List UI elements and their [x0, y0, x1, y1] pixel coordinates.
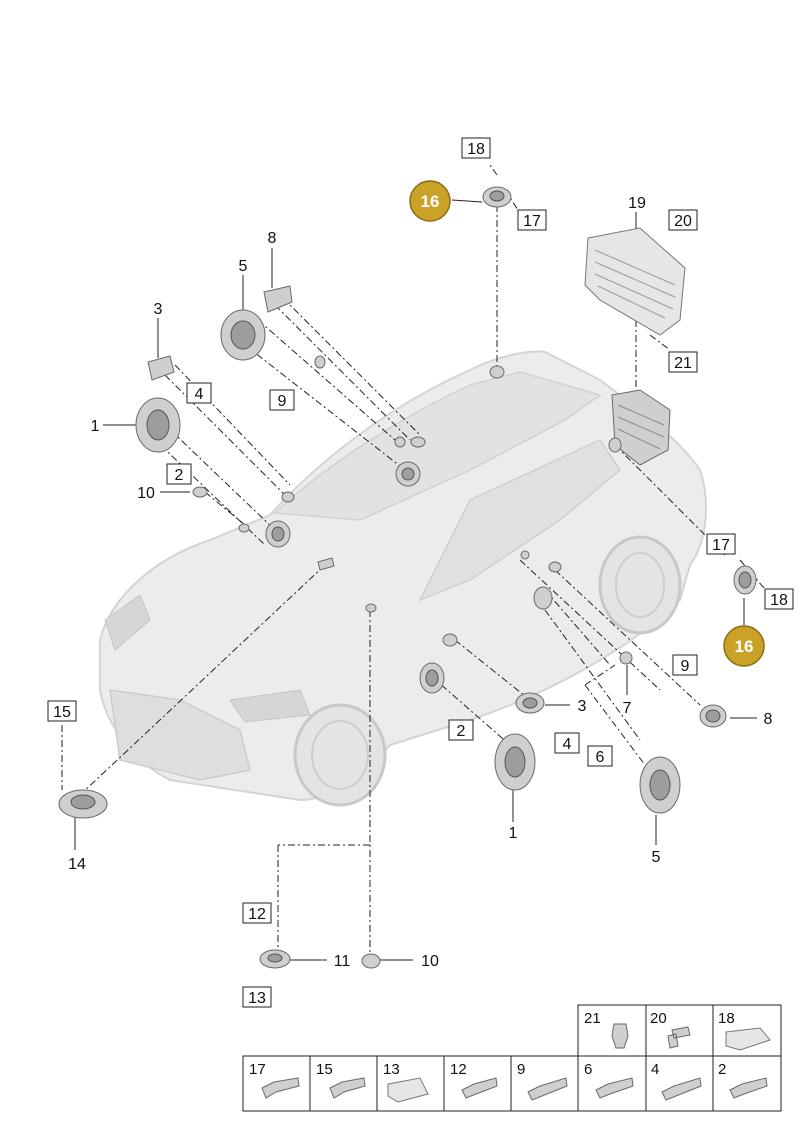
parts [58, 186, 757, 969]
speaker-1-left [135, 397, 181, 453]
bracket-8-left [263, 285, 293, 313]
speaker-14-center [58, 789, 108, 819]
hw-cell-label: 13 [383, 1061, 400, 1078]
callout-3-right[interactable]: 3 [578, 698, 587, 715]
speaker-3-right [515, 692, 545, 714]
callout-3-left[interactable]: 3 [154, 301, 163, 318]
badge-circle [723, 625, 765, 667]
hw-cell-2[interactable]: 2 [718, 1061, 768, 1099]
badge-label: 16 [421, 192, 440, 211]
plug-icon [611, 1023, 629, 1049]
bolt-icon [329, 1077, 366, 1099]
callout-6-right[interactable]: 6 [596, 749, 605, 766]
hardware-table: 21 20 18 17 15 13 12 9 [242, 1004, 782, 1112]
callout-15[interactable]: 15 [53, 704, 71, 721]
roof-tweeter [482, 186, 512, 208]
hw-cell-label: 12 [450, 1061, 467, 1078]
bolt-icon [261, 1077, 300, 1099]
hw-cell-label: 18 [718, 1010, 735, 1027]
hw-cell-18[interactable]: 18 [718, 1010, 771, 1051]
speaker-8-right [699, 704, 727, 728]
hw-cell-label: 17 [249, 1061, 266, 1078]
badge-16-right[interactable]: 16 [723, 625, 765, 667]
callout-8-left[interactable]: 8 [268, 230, 277, 247]
amplifier-module [584, 227, 686, 336]
speaker-3-left [147, 355, 175, 381]
speaker-1-right [494, 733, 536, 791]
clip-7-right [619, 651, 633, 665]
hw-cell-20[interactable]: 20 [650, 1010, 691, 1049]
callout-4-left[interactable]: 4 [195, 386, 204, 403]
callout-5-left[interactable]: 5 [239, 258, 248, 275]
callout-10-bottom[interactable]: 10 [421, 953, 439, 970]
callout-14[interactable]: 14 [68, 856, 86, 873]
grommet-11 [259, 949, 291, 969]
leader-lines [74, 199, 757, 961]
callout-9-left[interactable]: 9 [278, 393, 287, 410]
badge-16-top[interactable]: 16 [409, 180, 451, 222]
callout-1-left[interactable]: 1 [91, 418, 100, 435]
amplifier-in-car [611, 389, 671, 466]
hw-cell-label: 2 [718, 1061, 726, 1078]
callout-13[interactable]: 13 [248, 990, 266, 1007]
hw-cell-6[interactable]: 6 [584, 1061, 634, 1099]
screw-icon [527, 1077, 568, 1101]
bolt-icon [729, 1077, 768, 1099]
callout-11[interactable]: 11 [334, 953, 351, 970]
short-screw-icon [667, 1026, 691, 1049]
callout-2-left[interactable]: 2 [175, 467, 184, 484]
tweeter-16-right [733, 565, 757, 595]
hw-cell-21[interactable]: 21 [584, 1010, 629, 1049]
hw-cell-label: 6 [584, 1061, 592, 1078]
screw-icon [661, 1077, 702, 1101]
callout-19[interactable]: 19 [628, 195, 646, 212]
dash-lines [61, 164, 771, 955]
spring-clip-icon [387, 1077, 429, 1103]
badge-label: 16 [735, 637, 754, 656]
callout-1-right[interactable]: 1 [509, 825, 518, 842]
callout-4-right[interactable]: 4 [563, 736, 572, 753]
bolt-icon [595, 1077, 634, 1099]
callout-18-right[interactable]: 18 [770, 592, 788, 609]
callout-20[interactable]: 20 [674, 213, 692, 230]
callout-8-right[interactable]: 8 [764, 711, 773, 728]
hw-cell-17[interactable]: 17 [249, 1061, 300, 1099]
clip-nut-icon [725, 1027, 771, 1051]
callout-21[interactable]: 21 [674, 355, 692, 372]
badge-circle [409, 180, 451, 222]
boxed-callouts: 18 17 20 21 4 9 2 17 18 9 4 2 6 15 12 13 [47, 137, 794, 1008]
clip-10-left [192, 486, 208, 498]
callout-2-right[interactable]: 2 [457, 723, 466, 740]
plain-callouts: 19 8 5 3 1 10 8 7 3 1 5 14 11 10 [68, 195, 772, 970]
hw-cell-13[interactable]: 13 [383, 1061, 429, 1103]
hw-cell-4[interactable]: 4 [651, 1061, 702, 1101]
car-speakers [238, 355, 622, 694]
callout-12[interactable]: 12 [248, 906, 266, 923]
callout-9-right[interactable]: 9 [681, 658, 690, 675]
callout-5-right[interactable]: 5 [652, 849, 661, 866]
callout-18-top[interactable]: 18 [467, 141, 485, 158]
bolt-icon [461, 1077, 498, 1099]
hw-cell-label: 20 [650, 1010, 667, 1027]
callout-10-left[interactable]: 10 [137, 485, 155, 502]
hw-cell-9[interactable]: 9 [517, 1061, 568, 1101]
clip-10-bottom [361, 953, 381, 969]
speaker-5-right [639, 756, 681, 814]
hw-cell-label: 15 [316, 1061, 333, 1078]
speaker-5-left [220, 309, 266, 361]
callout-7-right[interactable]: 7 [623, 700, 632, 717]
hw-cell-12[interactable]: 12 [450, 1061, 498, 1099]
hw-cell-label: 21 [584, 1010, 601, 1027]
hw-cell-label: 9 [517, 1061, 525, 1078]
callout-17-top[interactable]: 17 [523, 213, 541, 230]
hw-cell-15[interactable]: 15 [316, 1061, 366, 1099]
callout-17-right[interactable]: 17 [712, 537, 730, 554]
hw-cell-label: 4 [651, 1061, 659, 1078]
car-body [99, 350, 707, 807]
